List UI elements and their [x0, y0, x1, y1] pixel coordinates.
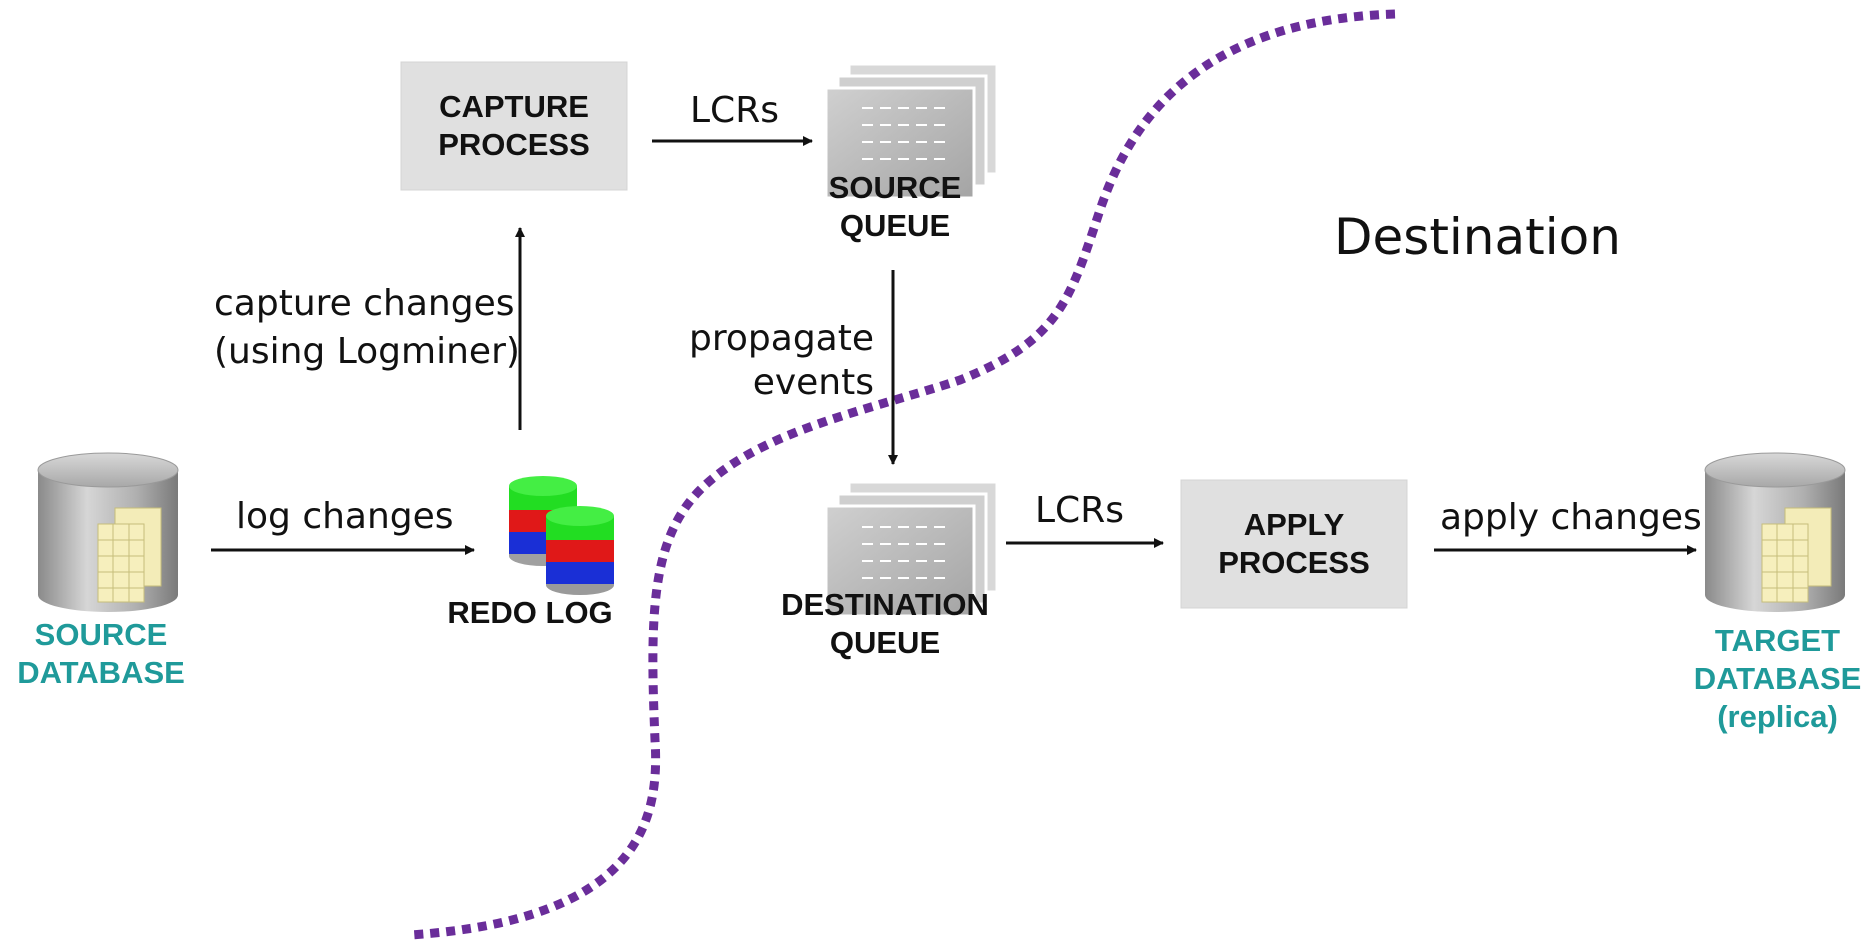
- lcrs-capture-label: LCRs: [690, 90, 779, 131]
- apply-process-box: [1180, 479, 1408, 609]
- redo-log-label: REDO LOG: [447, 595, 613, 630]
- capture-changes-line2: (using Logminer): [214, 331, 520, 372]
- destination-queue-label: DESTINATION QUEUE: [755, 586, 1015, 662]
- target-database-line2: DATABASE: [1693, 661, 1862, 696]
- capture-changes-line1: capture changes: [214, 283, 515, 324]
- apply-process-line2: PROCESS: [1218, 545, 1370, 580]
- redo-log-icon: [509, 476, 614, 595]
- source-queue-icon: [824, 62, 999, 200]
- target-database-icon: [1704, 452, 1846, 612]
- lcrs-apply-label: LCRs: [1035, 490, 1124, 531]
- propagate-line2: events: [752, 362, 874, 403]
- source-queue-line1: SOURCE: [828, 170, 962, 205]
- source-queue-label: SOURCE QUEUE: [800, 169, 990, 245]
- destination-queue-line2: QUEUE: [829, 625, 941, 660]
- capture-process-label: CAPTURE PROCESS: [401, 88, 627, 164]
- log-changes-label: log changes: [236, 496, 454, 537]
- destination-queue-icon: [824, 480, 999, 618]
- target-database-label: TARGET DATABASE (replica): [1680, 622, 1875, 736]
- source-database-line1: SOURCE: [34, 617, 168, 652]
- target-database-line3: (replica): [1717, 699, 1838, 734]
- source-database-label: SOURCE DATABASE: [0, 616, 202, 692]
- source-database-icon: [37, 452, 179, 612]
- capture-process-box: [400, 61, 628, 191]
- capture-process-line1: CAPTURE: [439, 89, 589, 124]
- apply-process-label: APPLY PROCESS: [1181, 506, 1407, 582]
- propagate-events-label: propagate events: [660, 317, 874, 405]
- destination-region-label: Destination: [1334, 208, 1621, 266]
- source-queue-line2: QUEUE: [839, 208, 951, 243]
- propagate-line1: propagate: [689, 318, 874, 359]
- destination-queue-line1: DESTINATION: [781, 587, 989, 622]
- apply-process-line1: APPLY: [1243, 507, 1345, 542]
- site-boundary-line: [409, 9, 1396, 940]
- capture-process-line2: PROCESS: [438, 127, 590, 162]
- target-database-line1: TARGET: [1714, 623, 1841, 658]
- capture-changes-label: capture changes (using Logminer): [214, 280, 520, 376]
- apply-changes-label: apply changes: [1440, 497, 1702, 538]
- source-database-line2: DATABASE: [17, 655, 185, 690]
